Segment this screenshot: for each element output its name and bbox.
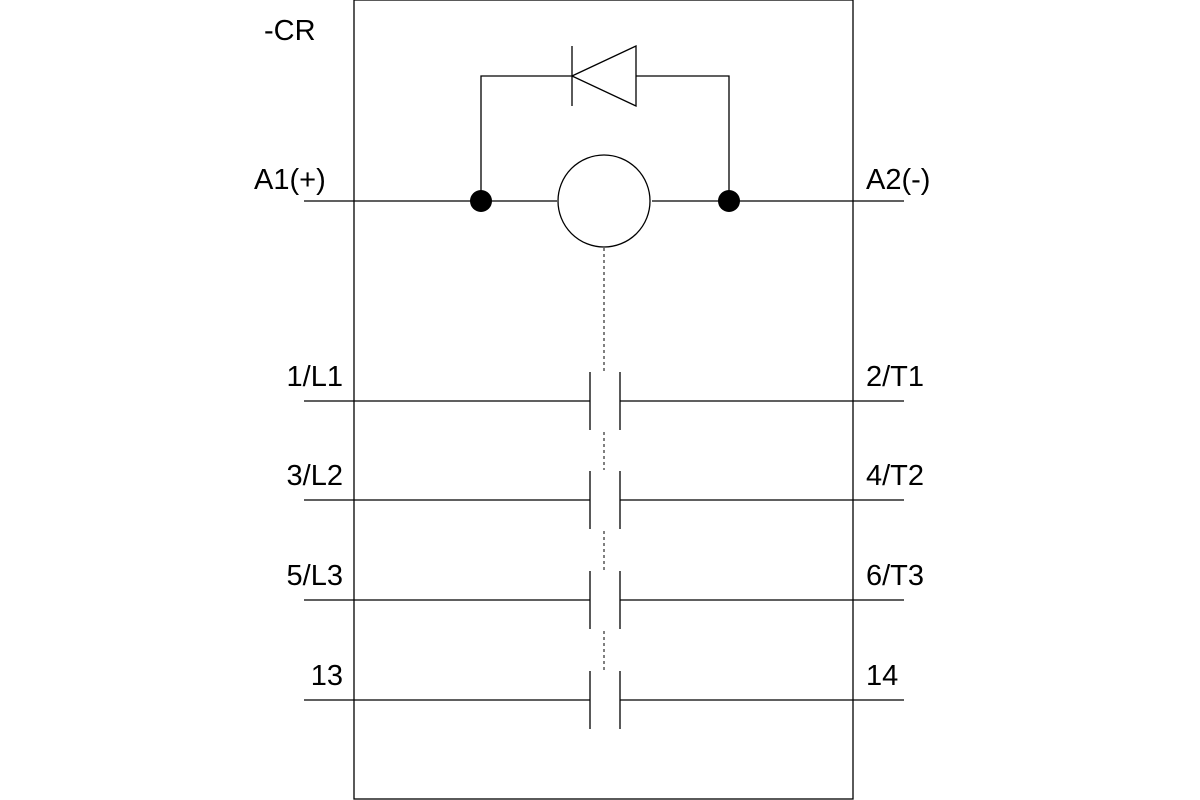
diode-icon <box>570 44 637 108</box>
terminal-label-14: 14 <box>866 660 898 692</box>
terminal-label-5-l3: 5/L3 <box>287 560 343 592</box>
terminal-label-2-t1: 2/T1 <box>866 361 924 393</box>
device-enclosure <box>353 0 854 800</box>
terminal-label-6-t3: 6/T3 <box>866 560 924 592</box>
diode-wire-left <box>480 75 572 201</box>
terminal-label-a2: A2(-) <box>866 164 930 196</box>
main-contact-1 <box>304 372 904 430</box>
terminal-label-4-t2: 4/T2 <box>866 460 924 492</box>
auxiliary-contact <box>304 671 904 729</box>
terminal-label-3-l2: 3/L2 <box>287 460 343 492</box>
main-contact-2 <box>304 471 904 529</box>
terminal-label-13: 13 <box>311 660 343 692</box>
coil-circuit <box>304 44 904 372</box>
terminal-label-1-l1: 1/L1 <box>287 361 343 393</box>
main-contact-3 <box>304 571 904 629</box>
diode-wire-right <box>636 75 730 201</box>
device-designation: -CR <box>264 15 316 47</box>
coil-symbol <box>557 154 651 248</box>
terminal-label-a1: A1(+) <box>254 164 326 196</box>
